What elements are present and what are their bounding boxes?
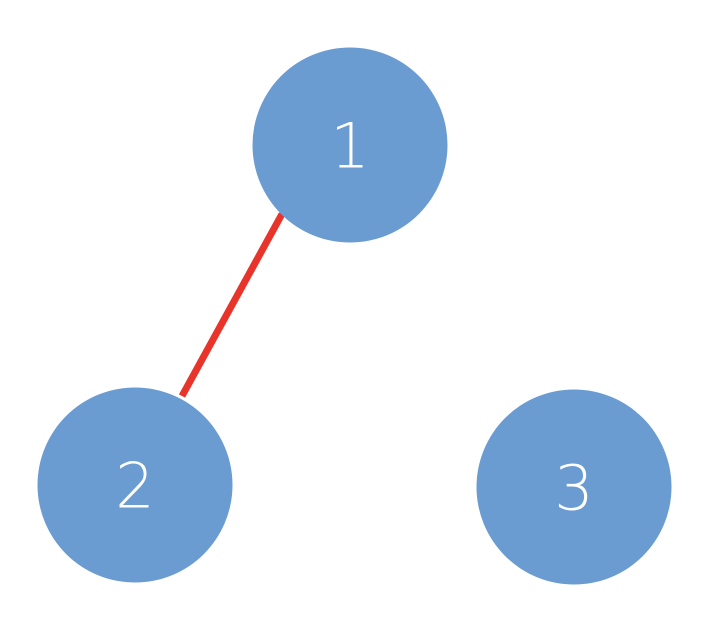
node-3[interactable]: 3 (476, 389, 672, 585)
node-1-circle[interactable] (252, 47, 448, 243)
node-3-circle[interactable] (476, 389, 672, 585)
edge-layer (178, 212, 286, 398)
node-1-label: 1 (330, 110, 369, 183)
node-3-label: 3 (554, 452, 593, 525)
node-2[interactable]: 2 (37, 387, 233, 583)
node-1[interactable]: 1 (252, 47, 448, 243)
node-2-label: 2 (115, 450, 154, 523)
node-2-circle[interactable] (37, 387, 233, 583)
edge-1-to-2[interactable] (178, 212, 286, 398)
node-layer: 1 2 3 (37, 47, 672, 585)
